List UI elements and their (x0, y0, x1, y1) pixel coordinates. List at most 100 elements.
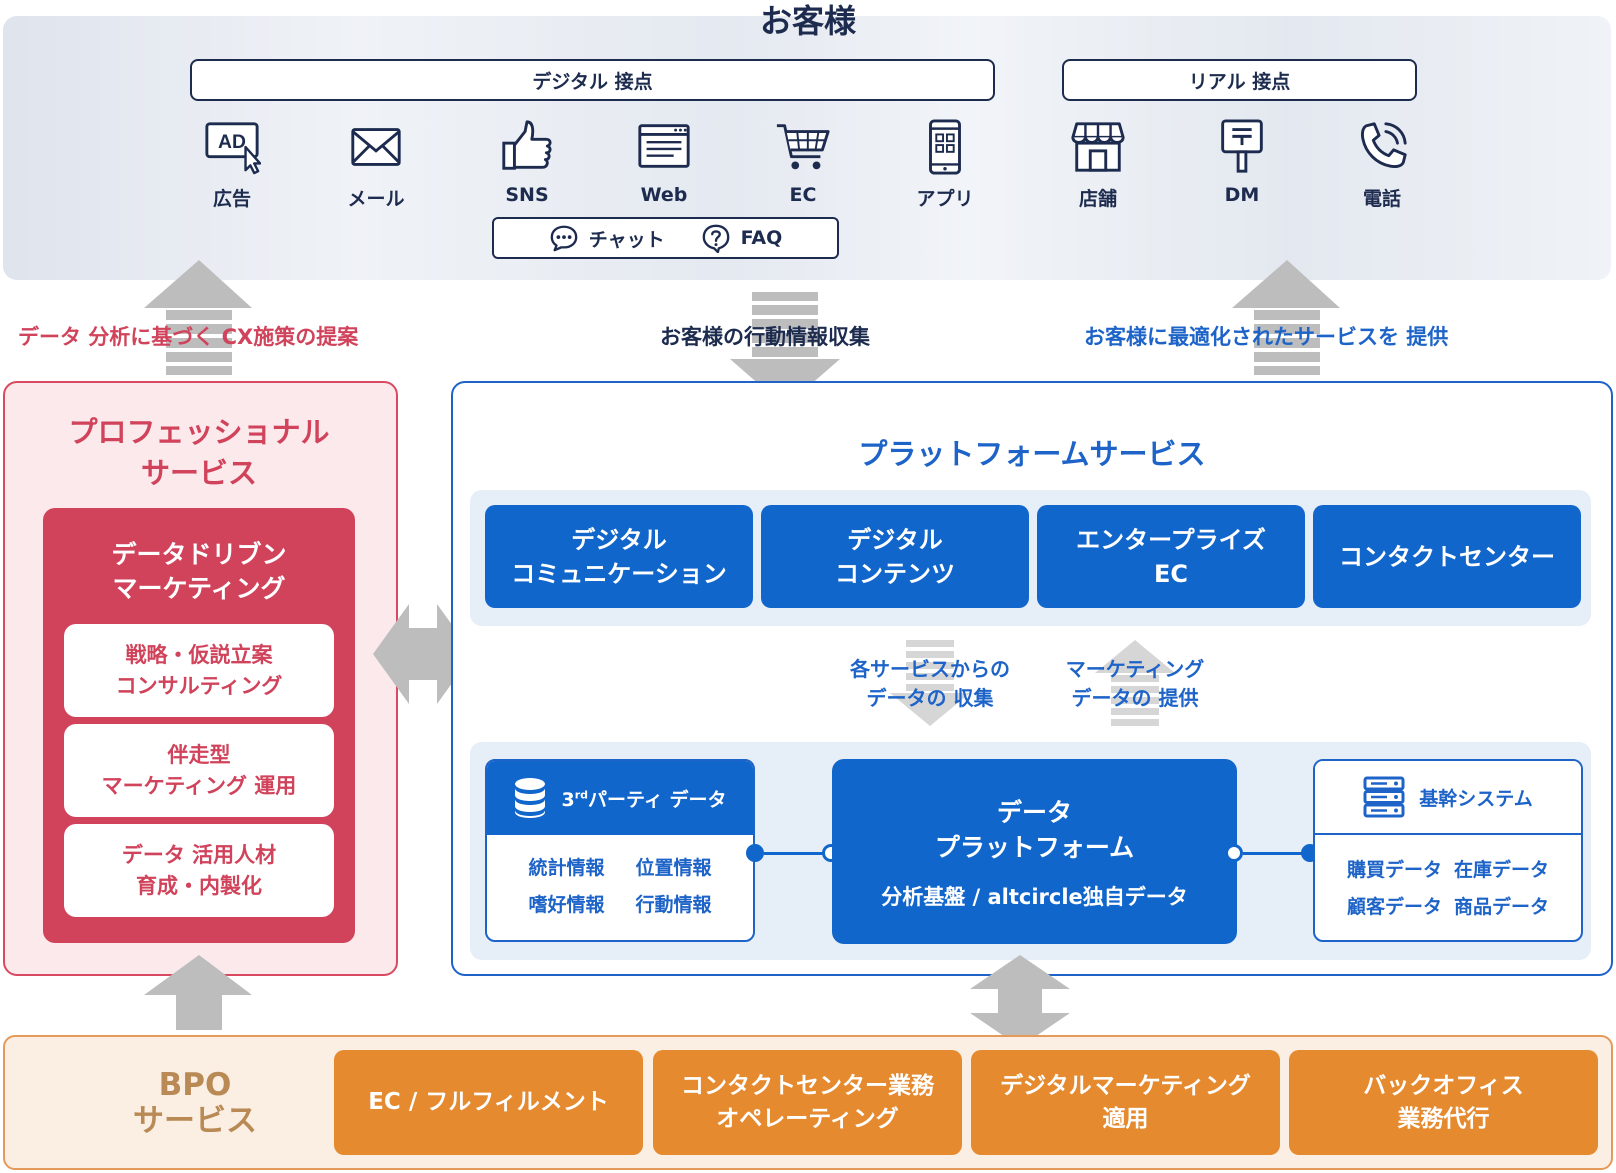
title-line: プラットフォーム (934, 833, 1135, 862)
bpo-item-contact-center: コンタクトセンター業務 オペレーティング (653, 1050, 962, 1155)
data-provision-label: マーケティング データの 提供 (1040, 655, 1230, 713)
smartphone-icon (929, 119, 961, 175)
core-system-items: 購買データ 在庫データ 顧客データ 商品データ (1315, 835, 1581, 919)
title-prefix: 3 (561, 788, 575, 811)
digital-touchpoint-header: デジタル 接点 (190, 59, 995, 101)
bpo-item-digital-marketing: デジタルマーケティング 適用 (971, 1050, 1280, 1155)
channel-label: Web (640, 184, 688, 206)
chat-item: チャット (549, 223, 665, 253)
third-party-data-title: 3rdパーティ データ (561, 785, 726, 812)
item-line: コンタクトセンター業務 (681, 1072, 934, 1099)
item-line: 戦略・仮説立案 (125, 642, 273, 667)
service-digital-communication: デジタル コミュニケーション (485, 505, 753, 608)
professional-service-title: プロフェッショナル サービス (0, 412, 398, 494)
browser-icon (638, 124, 690, 168)
down-arrow-data-collection (890, 640, 970, 726)
title-line: サービス (140, 456, 257, 490)
third-party-data-header: 3rdパーティ データ (487, 761, 753, 835)
cx-proposal-label: データ 分析に基づく CX施策の提案 (18, 325, 359, 349)
pro-item-operation: 伴走型 マーケティング 運用 (64, 724, 334, 817)
connector-line (1243, 852, 1303, 855)
bpo-service-title: BPO サービス (110, 1067, 280, 1139)
channel-label: EC (789, 184, 817, 206)
title-line: データドリブン (111, 540, 287, 569)
bpo-item-back-office: バックオフィス 業務代行 (1289, 1050, 1598, 1155)
channel-store: 店舗 (1043, 118, 1153, 218)
bidirectional-arrow-bpo-platform (970, 955, 1070, 1047)
data-platform-subtitle: 分析基盤 / altcircle独自データ (881, 885, 1188, 909)
service-line: デジタル (847, 525, 943, 554)
phone-icon (1360, 122, 1407, 169)
item-line: バックオフィス (1363, 1072, 1524, 1099)
chat-faq-box: チャット FAQ (492, 217, 839, 259)
mail-icon (351, 128, 401, 166)
pro-item-strategy: 戦略・仮説立案 コンサルティング (64, 624, 334, 717)
data-item: 位置情報 (635, 857, 712, 879)
bpo-item-ec-fulfillment: EC / フルフィルメント (334, 1050, 643, 1155)
channel-sns: SNS (472, 118, 582, 218)
core-system-title: 基幹システム (1419, 787, 1533, 810)
label-line: 各サービスからの (850, 657, 1010, 681)
data-platform-box: データ プラットフォーム 分析基盤 / altcircle独自データ (832, 759, 1237, 944)
up-arrow-optimized-service (1232, 260, 1342, 375)
channel-ad: AD 広告 (177, 118, 287, 218)
item-line: 伴走型 (167, 742, 231, 767)
pro-item-training: データ 活用人材 育成・内製化 (64, 824, 334, 917)
core-system-header: 基幹システム (1315, 761, 1581, 835)
title-line: プロフェッショナル (68, 415, 330, 449)
optimized-service-label: お客様に最適化されたサービスを 提供 (1084, 325, 1449, 349)
service-line: EC (1153, 559, 1188, 588)
channel-label: 電話 (1362, 188, 1401, 210)
item-line: オペレーティング (716, 1105, 899, 1132)
item-line: 育成・内製化 (136, 873, 262, 898)
up-arrow-data-provision (1095, 640, 1175, 726)
title-line: BPO (158, 1067, 232, 1103)
platform-service-title: プラットフォームサービス (858, 437, 1206, 471)
item-line: データ 活用人材 (121, 842, 277, 867)
cart-icon (776, 124, 830, 170)
chat-bubble-icon (550, 225, 578, 252)
store-icon (1071, 122, 1125, 172)
connector-dot (1225, 844, 1243, 862)
data-platform-title: データ プラットフォーム (832, 795, 1237, 865)
data-item: 嗜好情報 (528, 894, 605, 916)
service-line: コンテンツ (835, 559, 955, 588)
channel-ec: EC (748, 118, 858, 218)
channel-label: DM (1224, 184, 1260, 206)
channel-mail: メール (321, 118, 431, 218)
bidirectional-arrow-pro-platform (373, 604, 473, 704)
thumbs-up-icon (502, 120, 552, 170)
svg-text:AD: AD (218, 132, 246, 153)
item-line: EC / フルフィルメント (368, 1089, 609, 1115)
postbox-icon (1221, 119, 1263, 173)
connector-dot (746, 844, 764, 862)
channel-dm: DM (1187, 118, 1297, 218)
channel-label: 店舗 (1078, 188, 1117, 210)
core-system-card: 基幹システム 購買データ 在庫データ 顧客データ 商品データ (1313, 759, 1583, 942)
faq-label: FAQ (740, 227, 783, 249)
data-driven-marketing-title: データドリブン マーケティング (43, 538, 355, 606)
data-item: 商品データ (1453, 896, 1549, 918)
faq-item: FAQ (701, 223, 783, 253)
up-arrow-cx-proposal (144, 260, 254, 375)
channel-label: アプリ (916, 188, 974, 210)
channel-phone: 電話 (1327, 118, 1437, 218)
data-item: 統計情報 (528, 857, 605, 879)
title-rest: パーティ データ (588, 788, 727, 811)
channel-label: メール (347, 188, 405, 210)
label-line: データの 提供 (1071, 686, 1199, 710)
third-party-data-card: 3rdパーティ データ 統計情報 位置情報 嗜好情報 行動情報 (485, 759, 755, 942)
item-line: マーケティング 運用 (101, 773, 297, 798)
service-line: コンタクトセンター (1339, 542, 1555, 571)
data-item: 行動情報 (635, 894, 712, 916)
connector-line (764, 852, 824, 855)
question-bubble-icon (702, 224, 729, 253)
server-icon (1363, 776, 1405, 818)
item-line: コンサルティング (115, 673, 283, 698)
channel-web: Web (609, 118, 719, 218)
title-line: データ (996, 798, 1072, 827)
data-item: 購買データ (1346, 859, 1442, 881)
data-collection-label: 各サービスからの データの 収集 (835, 655, 1025, 713)
service-line: コミュニケーション (511, 559, 727, 588)
service-line: デジタル (571, 525, 667, 554)
